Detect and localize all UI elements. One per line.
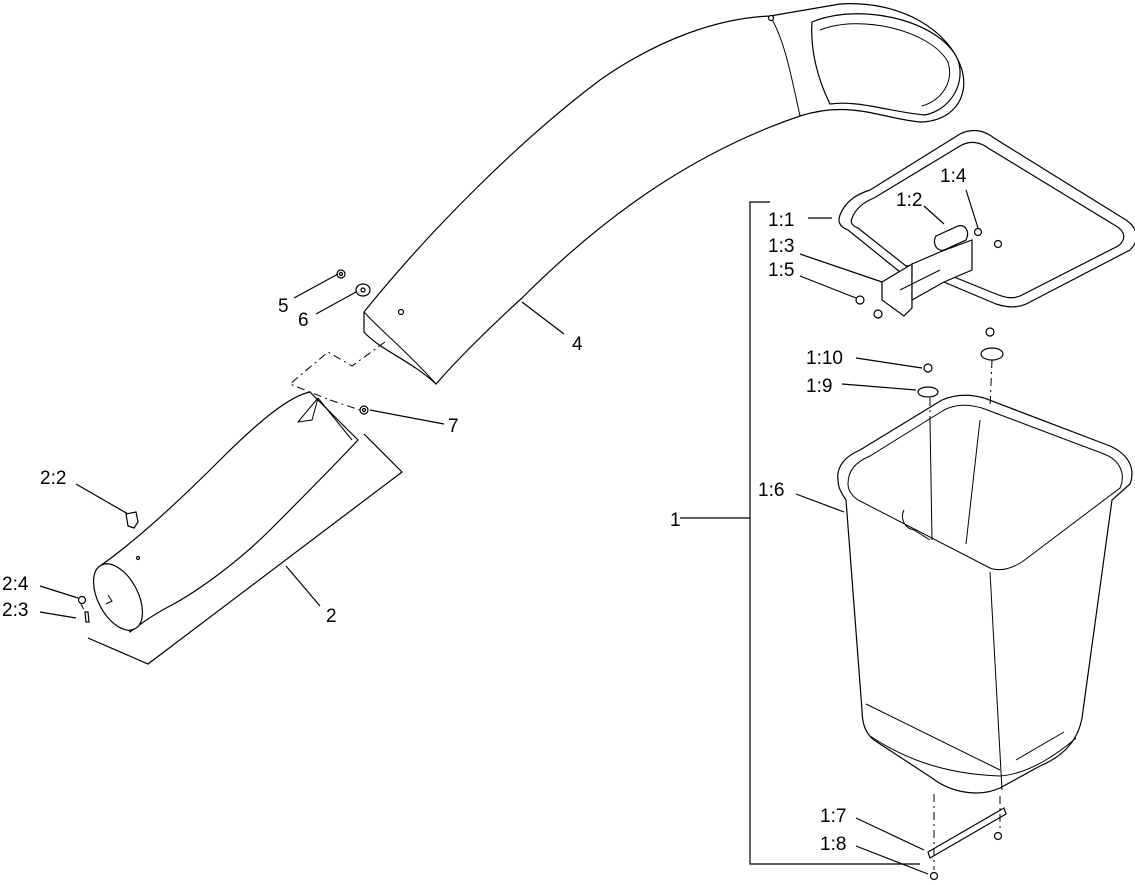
callout-1-9: 1:9	[806, 376, 832, 397]
callout-labels: 1 1:1 1:2 1:3 1:4 1:5 1:6 1:7 1:8 1:9 1:…	[2, 166, 967, 855]
callout-4: 4	[572, 334, 583, 355]
callout-6: 6	[298, 310, 309, 331]
callout-2: 2	[326, 606, 337, 627]
callout-1-2: 1:2	[896, 190, 922, 211]
callout-1: 1	[670, 510, 681, 531]
callout-2-4: 2:4	[2, 574, 29, 595]
catcher-frame	[838, 129, 1135, 308]
callout-2-3: 2:3	[2, 600, 28, 621]
catcher-hardware	[917, 327, 1004, 420]
callout-1-1: 1:1	[768, 210, 794, 231]
assembly-1-bracket	[749, 201, 920, 865]
assembly-lines-chute	[79, 341, 386, 615]
callout-2-2: 2:2	[40, 468, 66, 489]
callout-7: 7	[448, 416, 459, 437]
callout-5: 5	[278, 296, 289, 317]
callout-1-5: 1:5	[768, 260, 794, 281]
callout-1-6: 1:6	[758, 480, 784, 501]
callout-1-4: 1:4	[940, 166, 967, 187]
callout-1-3: 1:3	[768, 236, 794, 257]
chute-hardware	[77, 269, 371, 623]
callout-1-8: 1:8	[820, 834, 846, 855]
catcher-bracket	[855, 225, 1003, 319]
catcher-bag	[837, 394, 1133, 794]
callout-1-10: 1:10	[806, 348, 843, 369]
discharge-chute	[363, 3, 965, 385]
callout-1-7: 1:7	[820, 806, 846, 827]
lower-tube	[92, 391, 359, 633]
catcher-bottom-bar	[927, 794, 1007, 881]
leader-lines	[39, 189, 979, 875]
assembly-2-bracket	[87, 433, 403, 665]
